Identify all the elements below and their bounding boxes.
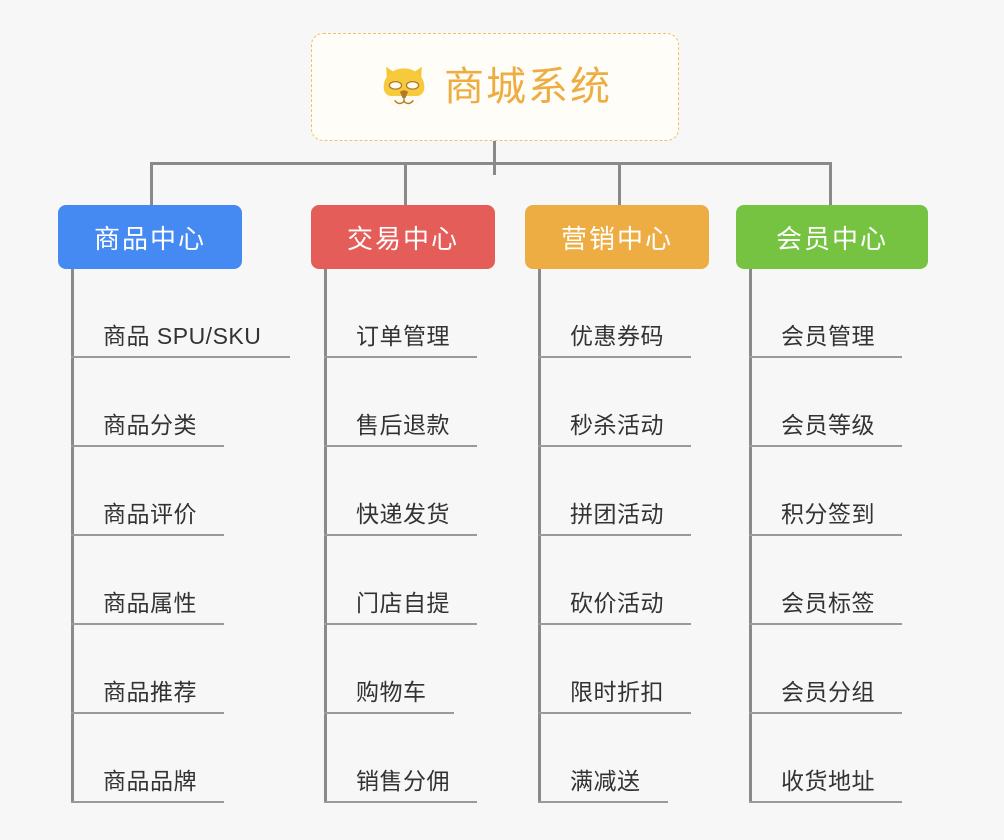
leaf-list-3: 会员管理 会员等级 积分签到 会员标签 会员分组 收货地址 — [736, 269, 968, 803]
leaf-rule — [749, 801, 902, 803]
leaf-item[interactable]: 售后退款 — [311, 358, 543, 447]
leaf-item[interactable]: 拼团活动 — [525, 447, 757, 536]
leaf-item[interactable]: 商品品牌 — [58, 714, 290, 803]
leaf-spine — [538, 269, 541, 803]
leaf-label: 订单管理 — [356, 323, 450, 349]
leaf-label: 会员标签 — [781, 590, 875, 616]
leaf-item[interactable]: 购物车 — [311, 625, 543, 714]
leaf-rule — [324, 356, 477, 358]
category-header-2[interactable]: 营销中心 — [525, 205, 709, 269]
leaf-item[interactable]: 订单管理 — [311, 269, 543, 358]
leaf-rule — [324, 534, 477, 536]
leaf-label: 秒杀活动 — [570, 412, 664, 438]
leaf-list-0: 商品 SPU/SKU 商品分类 商品评价 商品属性 商品推荐 商品品牌 — [58, 269, 290, 803]
leaf-label: 商品属性 — [103, 590, 197, 616]
leaf-spine — [71, 269, 74, 803]
leaf-rule — [538, 445, 691, 447]
leaf-rule — [538, 801, 668, 803]
leaf-item[interactable]: 快递发货 — [311, 447, 543, 536]
leaf-label: 会员分组 — [781, 679, 875, 705]
leaf-item[interactable]: 商品属性 — [58, 536, 290, 625]
leaf-item[interactable]: 销售分佣 — [311, 714, 543, 803]
leaf-rule — [749, 623, 902, 625]
leaf-label: 门店自提 — [356, 590, 450, 616]
connector-bus-bar — [150, 162, 832, 165]
leaf-item[interactable]: 秒杀活动 — [525, 358, 757, 447]
connector-drop-4 — [829, 162, 832, 207]
leaf-rule — [538, 712, 691, 714]
leaf-spine — [324, 269, 327, 803]
leaf-item[interactable]: 砍价活动 — [525, 536, 757, 625]
dog-face-icon — [383, 66, 425, 109]
leaf-rule — [324, 623, 477, 625]
root-node[interactable]: 商城系统 — [311, 33, 679, 141]
connector-drop-3 — [618, 162, 621, 207]
leaf-rule — [71, 534, 224, 536]
leaf-rule — [71, 801, 224, 803]
leaf-list-2: 优惠券码 秒杀活动 拼团活动 砍价活动 限时折扣 满减送 — [525, 269, 757, 803]
leaf-label: 快递发货 — [356, 501, 450, 527]
connector-drop-2 — [404, 162, 407, 207]
leaf-rule — [538, 534, 691, 536]
leaf-label: 砍价活动 — [570, 590, 664, 616]
leaf-item[interactable]: 商品推荐 — [58, 625, 290, 714]
leaf-item[interactable]: 门店自提 — [311, 536, 543, 625]
leaf-label: 购物车 — [356, 679, 427, 705]
leaf-spine — [749, 269, 752, 803]
leaf-label: 收货地址 — [781, 768, 875, 794]
leaf-label: 销售分佣 — [356, 768, 450, 794]
leaf-label: 商品品牌 — [103, 768, 197, 794]
leaf-item[interactable]: 商品 SPU/SKU — [58, 269, 290, 358]
leaf-label: 售后退款 — [356, 412, 450, 438]
leaf-item[interactable]: 收货地址 — [736, 714, 968, 803]
leaf-rule — [324, 801, 477, 803]
category-header-0[interactable]: 商品中心 — [58, 205, 242, 269]
connector-drop-1 — [150, 162, 153, 207]
leaf-rule — [71, 712, 224, 714]
branch-column-1: 交易中心 订单管理 售后退款 快递发货 门店自提 购物车 — [311, 205, 543, 803]
leaf-label: 会员管理 — [781, 323, 875, 349]
leaf-label: 满减送 — [570, 768, 641, 794]
leaf-rule — [71, 356, 290, 358]
connector-root-stem — [493, 141, 496, 175]
category-header-1[interactable]: 交易中心 — [311, 205, 495, 269]
leaf-rule — [324, 712, 454, 714]
leaf-rule — [538, 356, 691, 358]
leaf-rule — [749, 712, 902, 714]
branch-column-2: 营销中心 优惠券码 秒杀活动 拼团活动 砍价活动 限时折扣 — [525, 205, 757, 803]
leaf-rule — [749, 445, 902, 447]
leaf-label: 商品分类 — [103, 412, 197, 438]
leaf-item[interactable]: 满减送 — [525, 714, 757, 803]
leaf-item[interactable]: 优惠券码 — [525, 269, 757, 358]
leaf-rule — [749, 356, 902, 358]
leaf-item[interactable]: 积分签到 — [736, 447, 968, 536]
leaf-list-1: 订单管理 售后退款 快递发货 门店自提 购物车 销售分佣 — [311, 269, 543, 803]
leaf-rule — [324, 445, 477, 447]
category-header-3[interactable]: 会员中心 — [736, 205, 928, 269]
branch-column-0: 商品中心 商品 SPU/SKU 商品分类 商品评价 商品属性 商品推荐 — [58, 205, 290, 803]
leaf-label: 拼团活动 — [570, 501, 664, 527]
leaf-rule — [749, 534, 902, 536]
leaf-label: 商品 SPU/SKU — [103, 323, 262, 349]
leaf-label: 商品评价 — [103, 501, 197, 527]
leaf-label: 积分签到 — [781, 501, 875, 527]
leaf-item[interactable]: 商品评价 — [58, 447, 290, 536]
leaf-item[interactable]: 会员标签 — [736, 536, 968, 625]
leaf-label: 会员等级 — [781, 412, 875, 438]
leaf-item[interactable]: 限时折扣 — [525, 625, 757, 714]
leaf-label: 优惠券码 — [570, 323, 664, 349]
leaf-rule — [71, 623, 224, 625]
leaf-rule — [71, 445, 224, 447]
leaf-rule — [538, 623, 691, 625]
branch-column-3: 会员中心 会员管理 会员等级 积分签到 会员标签 会员分组 — [736, 205, 968, 803]
leaf-item[interactable]: 会员管理 — [736, 269, 968, 358]
leaf-label: 限时折扣 — [570, 679, 664, 705]
leaf-label: 商品推荐 — [103, 679, 197, 705]
leaf-item[interactable]: 会员等级 — [736, 358, 968, 447]
leaf-item[interactable]: 会员分组 — [736, 625, 968, 714]
leaf-item[interactable]: 商品分类 — [58, 358, 290, 447]
root-title: 商城系统 — [444, 65, 612, 109]
